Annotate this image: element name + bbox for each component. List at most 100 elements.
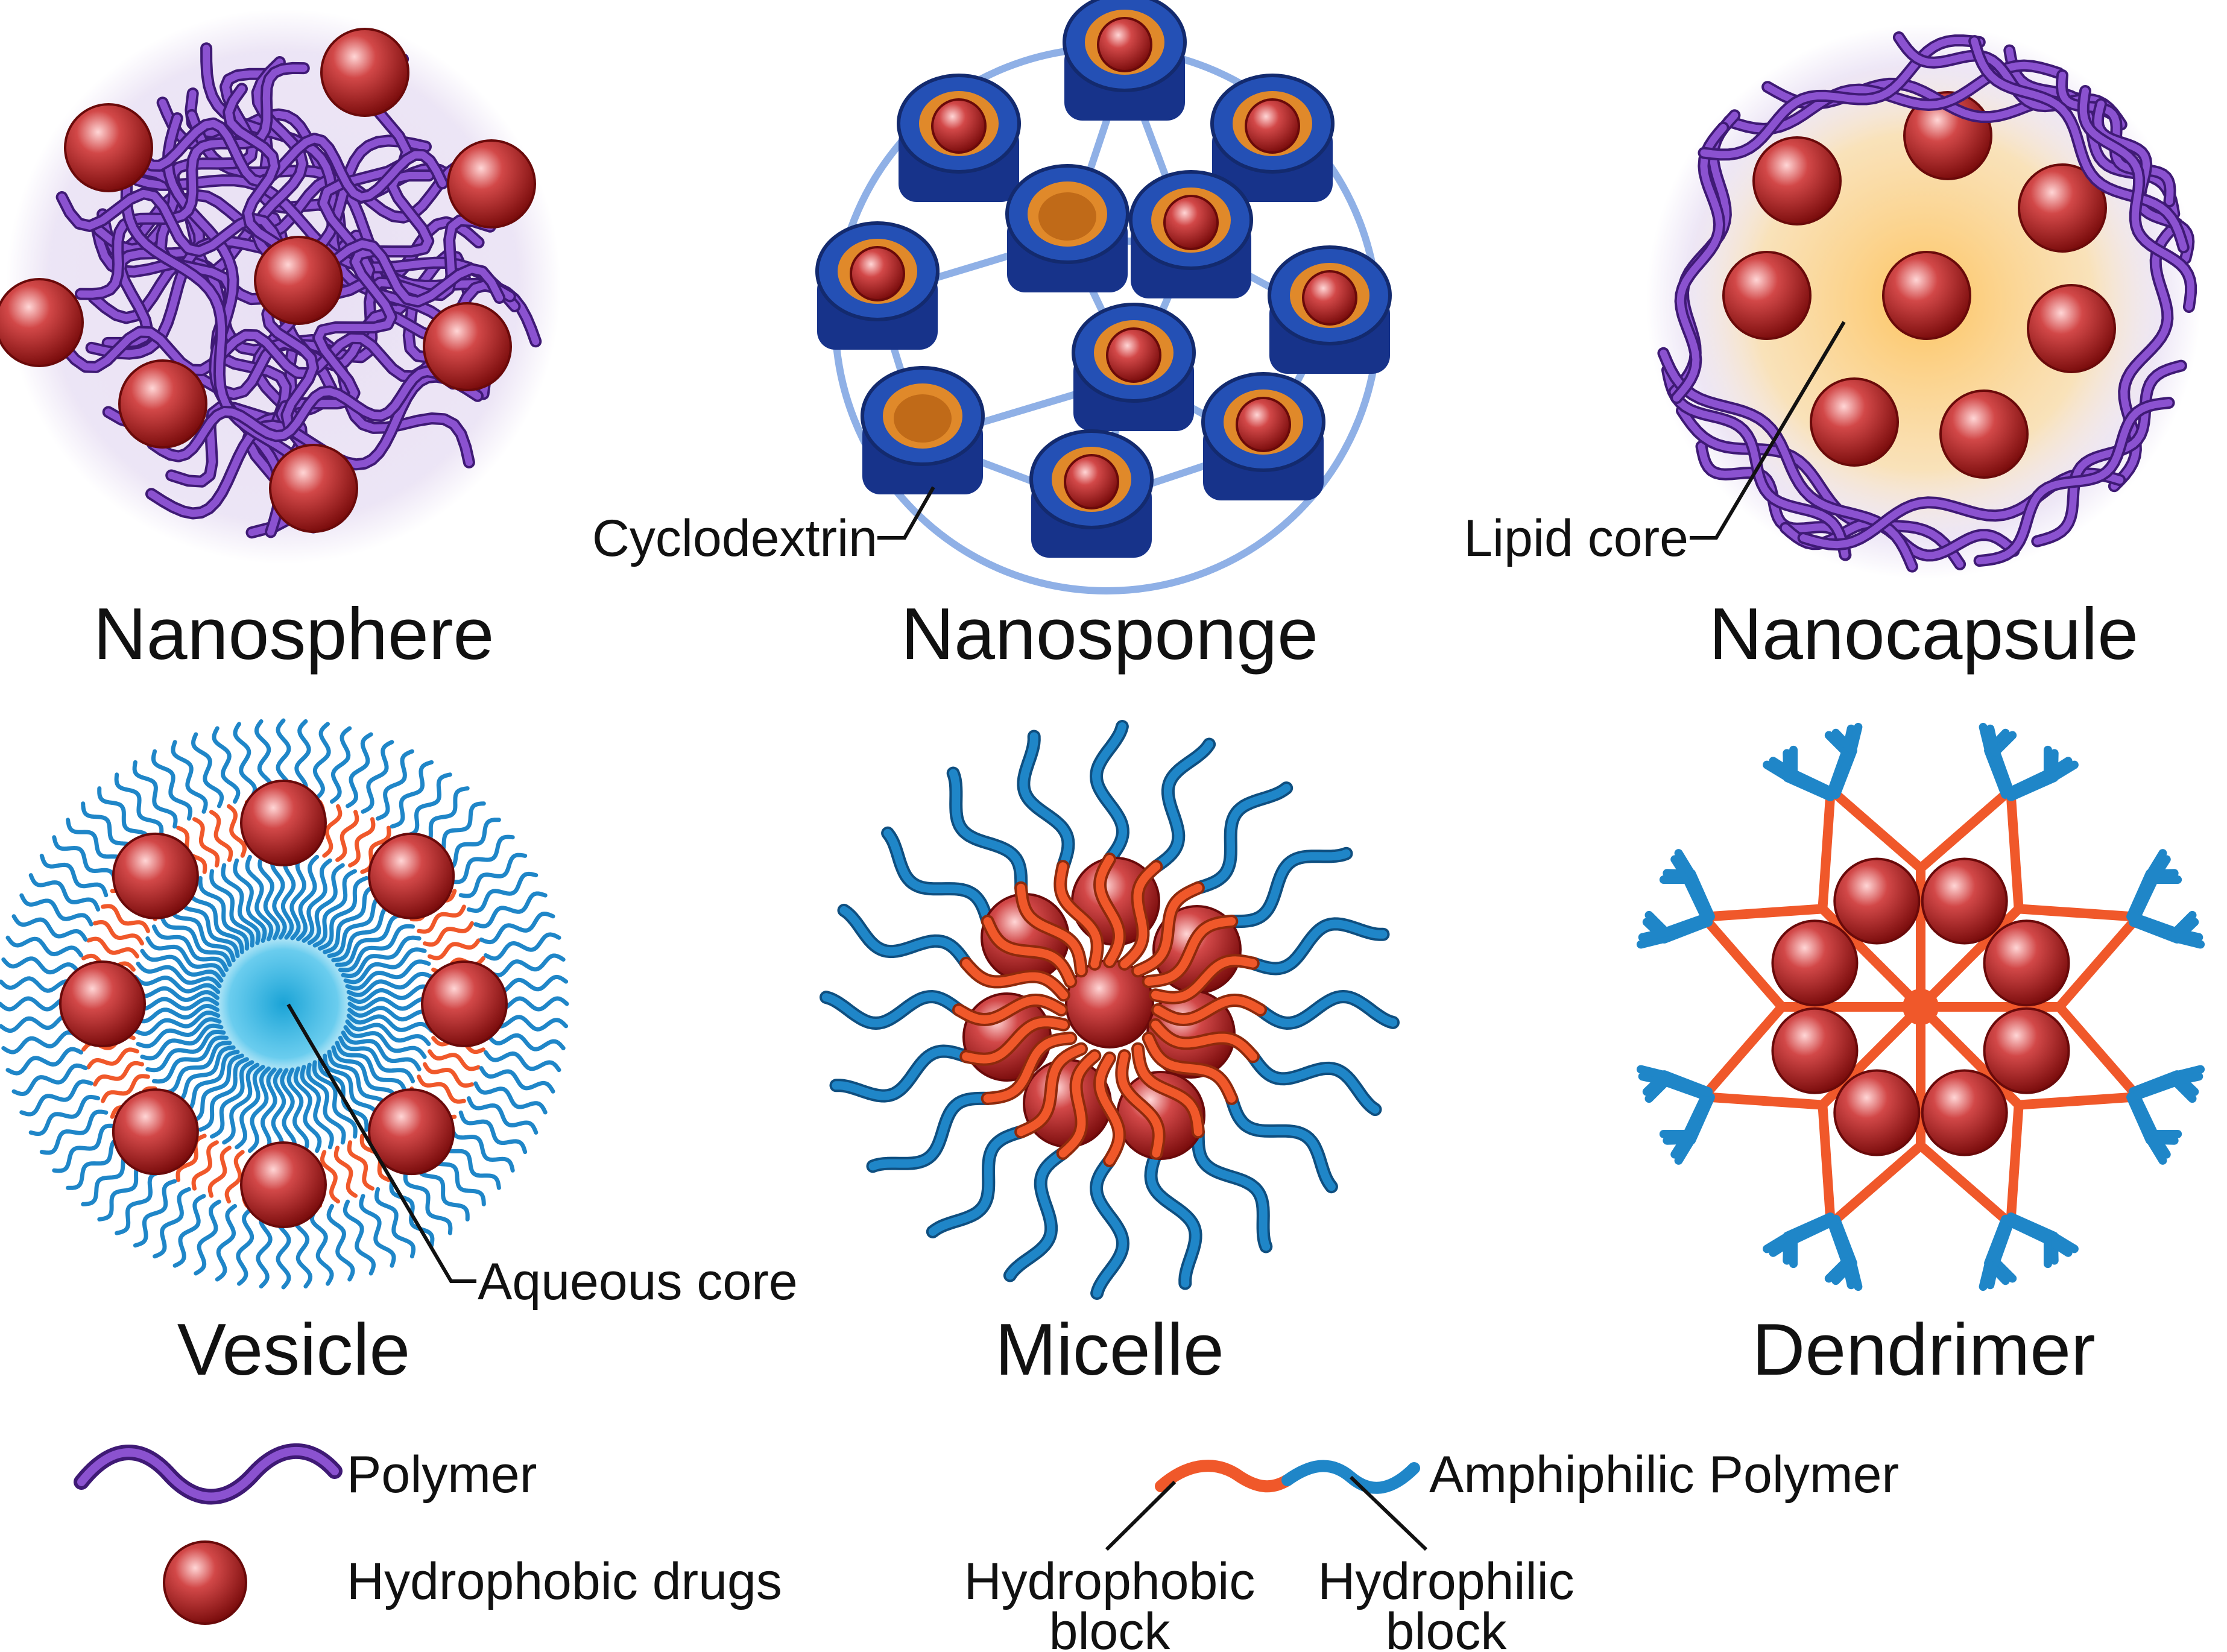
outer-hydrophilic-tail — [343, 1199, 376, 1276]
cyclodextrin-label: Cyclodextrin — [592, 509, 877, 567]
drug-particle — [1064, 454, 1119, 509]
inner-hydrophilic-tail — [306, 1062, 346, 1145]
hydrophobic-block — [1134, 1044, 1202, 1137]
outer-hydrophilic-tail — [466, 871, 539, 913]
legend-polymer-label: Polymer — [347, 1446, 537, 1504]
outer-hydrophilic-tail — [449, 834, 515, 884]
terminal-group — [1831, 745, 1857, 799]
hydrophilic-block — [1248, 1052, 1380, 1114]
terminal-fork — [2171, 928, 2203, 942]
outer-hydrophilic-tail — [439, 818, 501, 871]
terminal-group — [2126, 912, 2181, 938]
aqueous-core-label: Aqueous core — [478, 1253, 798, 1311]
hydrophobic-tail — [92, 920, 144, 946]
outer-hydrophilic-tail — [233, 722, 257, 801]
nanosphere-illustration — [0, 9, 561, 564]
terminal-group — [1661, 912, 1715, 938]
hydrophilic-block — [1092, 722, 1127, 863]
outer-hydrophilic-tail — [473, 891, 548, 928]
inner-hydrophilic-tail — [335, 913, 408, 967]
dendron-branch — [1916, 789, 2011, 873]
drug-particle — [118, 359, 207, 449]
hydrophobic-tail — [417, 904, 466, 934]
outer-hydrophilic-tail — [416, 1159, 470, 1222]
outer-hydrophilic-tail — [52, 1123, 118, 1173]
dendron-branch — [1705, 1092, 1828, 1110]
inner-hydrophilic-tail — [280, 851, 296, 940]
hydrophobic-block — [1120, 862, 1161, 968]
drug-particle — [320, 28, 409, 117]
polymer-chain — [149, 367, 457, 460]
drug-particle — [64, 103, 153, 192]
outer-hydrophilic-tail — [330, 726, 352, 804]
outer-hydrophilic-tail — [484, 1050, 561, 1073]
drug-particle — [112, 1088, 199, 1176]
dendron-branch — [2055, 1002, 2138, 1097]
inner-hydrophilic-tail — [177, 892, 240, 958]
terminal-group — [1686, 869, 1715, 922]
terminal-group — [1984, 1214, 2011, 1269]
drug-particle — [368, 832, 455, 919]
drug-particle — [1921, 1069, 2008, 1156]
shell-polymer — [1971, 37, 2187, 251]
inner-hydrophilic-tail — [222, 1062, 260, 1145]
hydrophobic-block — [1151, 1020, 1257, 1061]
shell-polymer — [1700, 37, 1983, 159]
inner-hydrophilic-tail — [338, 1035, 415, 1083]
inner-hydrophilic-tail — [280, 1068, 297, 1157]
outer-hydrophilic-tail — [212, 726, 241, 804]
terminal-group — [2006, 772, 2059, 801]
polymer-chain — [128, 119, 446, 201]
inner-hydrophilic-tail — [210, 1060, 254, 1139]
inner-hydrophilic-tail — [300, 1065, 334, 1150]
hydrophobic-block — [983, 1034, 1075, 1103]
hydrophobic-tail — [417, 1074, 466, 1104]
drug-particle — [1106, 327, 1161, 383]
hydrophilic-block — [1227, 849, 1351, 926]
terminal-group — [2126, 869, 2155, 922]
hydrophobic-tail — [227, 804, 247, 858]
outer-hydrophilic-tail — [11, 1063, 88, 1096]
inner-hydrophilic-tail — [145, 936, 226, 977]
inner-hydrophilic-tail — [345, 1019, 431, 1046]
outer-hydrophilic-tail — [403, 772, 452, 838]
dendron-branch — [1818, 791, 1836, 914]
drug-particle — [1882, 251, 1971, 340]
hydrophobic-tail — [191, 1140, 219, 1191]
dendron-branch — [2006, 1100, 2024, 1223]
inner-hydrophilic-tail — [347, 997, 437, 1011]
drug-particle — [447, 139, 536, 229]
nanosponge-title: Nanosponge — [901, 593, 1318, 675]
outer-hydrophilic-tail — [236, 1207, 254, 1286]
hydrophobic-block — [1144, 917, 1236, 986]
shell-polymer — [2033, 362, 2185, 545]
inner-hydrophilic-tail — [187, 884, 244, 954]
legend-polymer-icon-highlight — [77, 1446, 339, 1501]
outer-hydrophilic-tail — [171, 740, 208, 814]
legend-hydrophobic-block-icon — [1155, 1460, 1294, 1493]
outer-hydrophilic-tail — [479, 912, 555, 945]
outer-hydrophilic-tail — [28, 873, 101, 912]
inner-hydrophilic-tail — [151, 1035, 229, 1084]
inner-hydrophilic-tail — [331, 1045, 399, 1105]
dendron-branch — [1703, 917, 1787, 1012]
outer-hydrophilic-tail — [256, 1209, 273, 1289]
outer-hydrophilic-tail — [376, 749, 414, 821]
drug-particle — [1752, 136, 1842, 225]
outer-hydrophilic-tail — [449, 1124, 515, 1173]
legend-drug-icon — [163, 1540, 247, 1625]
terminal-group — [1783, 1212, 1836, 1241]
outer-hydrophilic-tail — [458, 853, 528, 898]
inner-hydrophilic-tail — [131, 986, 220, 1002]
inner-hydrophilic-tail — [345, 959, 431, 991]
dendron-core-branch — [1818, 1002, 1925, 1110]
inner-hydrophilic-tail — [302, 858, 332, 943]
hydrophobic-tail — [423, 921, 475, 947]
hydrophilic-block — [1248, 919, 1388, 973]
hydrophilic-block — [1227, 1094, 1336, 1191]
dendron-branch — [2055, 917, 2138, 1012]
inner-hydrophilic-tail — [346, 1014, 434, 1033]
hydrophobic-block — [1117, 1051, 1163, 1158]
hydrophilic-block — [1152, 740, 1214, 871]
outer-hydrophilic-tail — [312, 722, 331, 801]
